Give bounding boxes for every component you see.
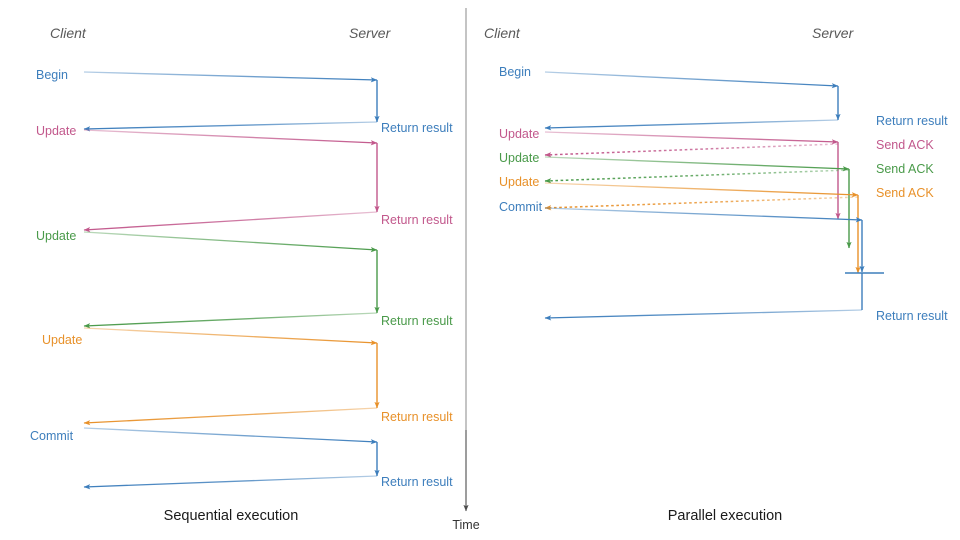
- message-arrow-return-result: [83, 407, 378, 426]
- time-axis-group: Time: [452, 430, 480, 532]
- message-arrow-update: [544, 131, 839, 145]
- message-label: Commit: [499, 200, 543, 214]
- message-arrow-return-result: [83, 475, 378, 490]
- message-label: Return result: [876, 309, 948, 323]
- message-arrow-commit: [544, 207, 863, 223]
- message-arrow-send-ack: [544, 143, 839, 158]
- message-label: Return result: [381, 475, 453, 489]
- actor-label-client-parallel: Client: [484, 25, 521, 41]
- message-arrow-update: [83, 129, 378, 146]
- message-arrow-return-result: [83, 121, 378, 132]
- message-label: Return result: [381, 121, 453, 135]
- message-arrow-update: [83, 231, 378, 253]
- message-arrow-return-result: [83, 211, 378, 233]
- actor-label-server-sequential: Server: [349, 25, 392, 41]
- message-arrow-update: [544, 182, 859, 198]
- message-label: Update: [36, 124, 76, 138]
- actor-label-client-sequential: Client: [50, 25, 87, 41]
- message-label: Begin: [499, 65, 531, 79]
- message-arrow-commit: [83, 427, 378, 445]
- message-arrow-update: [544, 156, 850, 172]
- message-label: Send ACK: [876, 138, 934, 152]
- time-axis-label: Time: [452, 518, 479, 532]
- message-label: Update: [36, 229, 76, 243]
- message-label: Commit: [30, 429, 74, 443]
- message-label: Return result: [876, 114, 948, 128]
- message-arrow-return-result: [83, 312, 378, 329]
- message-label: Update: [499, 175, 539, 189]
- message-label: Begin: [36, 68, 68, 82]
- message-label: Update: [499, 127, 539, 141]
- actor-label-server-parallel: Server: [812, 25, 855, 41]
- message-arrow-begin: [83, 71, 378, 83]
- message-arrow-return-result: [544, 309, 863, 321]
- message-label: Return result: [381, 213, 453, 227]
- message-arrow-update: [83, 327, 378, 346]
- panel-caption-parallel: Parallel execution: [668, 508, 782, 524]
- message-label: Return result: [381, 410, 453, 424]
- message-label: Send ACK: [876, 162, 934, 176]
- message-label: Update: [499, 151, 539, 165]
- message-arrow-begin: [544, 71, 839, 89]
- message-label: Send ACK: [876, 186, 934, 200]
- message-arrow-send-ack: [544, 169, 850, 184]
- panel-caption-sequential: Sequential execution: [164, 508, 299, 524]
- message-label: Update: [42, 333, 82, 347]
- message-label: Return result: [381, 314, 453, 328]
- message-arrow-return-result: [544, 119, 839, 131]
- message-arrow-send-ack: [544, 196, 859, 211]
